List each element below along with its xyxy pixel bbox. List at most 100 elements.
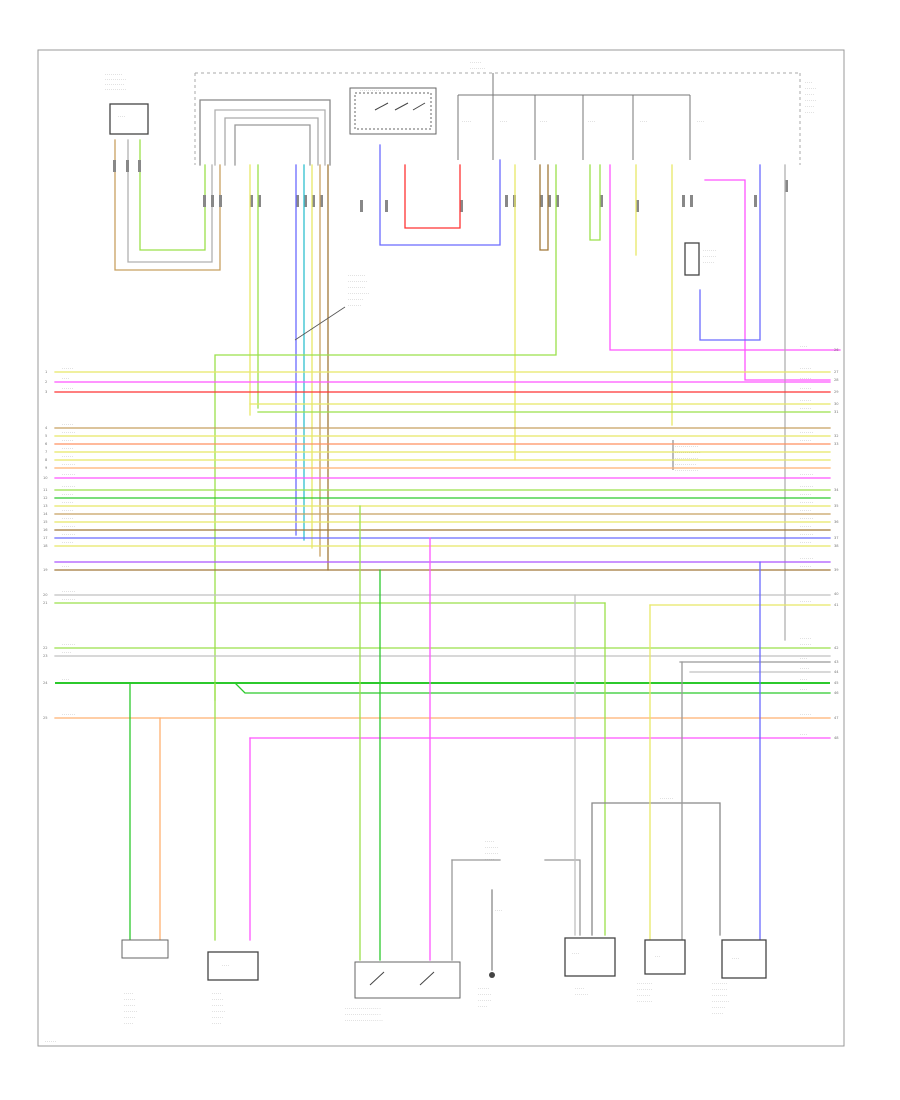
svg-text:· · · · ·: · · · · · (462, 120, 471, 124)
svg-text:· · · · · ·: · · · · · · (800, 367, 811, 371)
svg-text:· · · · · ·: · · · · · · (62, 367, 73, 371)
svg-text:· · · ·: · · · · (588, 120, 595, 124)
svg-text:17: 17 (43, 536, 48, 540)
svg-text:24: 24 (43, 681, 48, 685)
svg-text:· · · · · · ·: · · · · · · · (485, 852, 498, 856)
svg-text:1: 1 (45, 370, 47, 374)
svg-text:· · · · · · ·: · · · · · · · (712, 1006, 725, 1010)
svg-text:· · · · · ·: · · · · · · (124, 1004, 135, 1008)
svg-text:· · · · · · · ·: · · · · · · · · (637, 982, 652, 986)
svg-text:· · · · · · ·: · · · · · · · (124, 1010, 137, 1014)
top-connector-ticks (113, 160, 788, 212)
svg-text:· · · · · · ·: · · · · · · · (800, 485, 813, 489)
svg-text:· · · · · ·: · · · · · · (62, 455, 73, 459)
svg-text:48: 48 (834, 736, 839, 740)
annotation-labels: · · · · · · · · · · · · · · · · · · · · … (294, 274, 700, 473)
svg-text:22: 22 (43, 646, 48, 650)
svg-text:10: 10 (43, 476, 48, 480)
svg-text:· · · · · · · · · · ·: · · · · · · · · · · · (348, 292, 369, 296)
svg-text:· · · · · ·: · · · · · · (800, 713, 811, 717)
svg-text:· · · · · · ·: · · · · · · · (478, 993, 491, 997)
svg-text:· · · · · · ·: · · · · · · · (62, 713, 75, 717)
svg-text:2: 2 (45, 380, 47, 384)
svg-text:41: 41 (834, 603, 839, 607)
svg-text:· · · · · ·: · · · · · · (124, 998, 135, 1002)
svg-text:· · · ·: · · · · (540, 120, 547, 124)
svg-text:· · · · · ·: · · · · · · (800, 525, 811, 529)
svg-text:· · · · ·: · · · · · (805, 111, 814, 115)
svg-text:· · · ·: · · · · (495, 909, 502, 913)
svg-text:31: 31 (834, 410, 839, 414)
svg-text:· · · · · · · ·: · · · · · · · · (712, 982, 727, 986)
svg-text:· · · · · · ·: · · · · · · · (800, 517, 813, 521)
svg-text:· · · · · · ·: · · · · · · · (62, 525, 75, 529)
svg-text:16: 16 (43, 528, 48, 532)
svg-text:6: 6 (45, 442, 48, 446)
svg-text:· · · · · · ·: · · · · · · · (62, 533, 75, 537)
svg-text:· · · · · · ·: · · · · · · · (478, 999, 491, 1003)
svg-text:· · · · · ·: · · · · · · (62, 439, 73, 443)
vertical-wires-top (214, 144, 841, 701)
svg-text:· · · · · ·: · · · · · · (62, 447, 73, 451)
svg-text:26: 26 (834, 348, 839, 352)
top-bus: · · · · · · · · · · · · · · (194, 61, 801, 165)
svg-text:· · · · · · · ·: · · · · · · · · (712, 994, 727, 998)
svg-text:· · · · ·: · · · · · (124, 992, 133, 996)
svg-text:· · · · · · ·: · · · · · · · (800, 557, 813, 561)
svg-text:· · · · · · · · ·: · · · · · · · · · (105, 73, 122, 77)
svg-text:3: 3 (45, 390, 47, 394)
wire-bundle-top-left (114, 99, 331, 271)
svg-text:· · · · ·: · · · · · (805, 93, 814, 97)
svg-text:18: 18 (43, 544, 48, 548)
svg-text:· · · · ·: · · · · · (485, 858, 494, 862)
svg-text:· · · · · · ·: · · · · · · · (62, 431, 75, 435)
svg-text:38: 38 (834, 544, 839, 548)
svg-text:7: 7 (45, 450, 47, 454)
svg-text:30: 30 (834, 402, 839, 406)
svg-text:5: 5 (45, 434, 47, 438)
svg-text:· · · ·: · · · · (800, 688, 807, 692)
svg-text:· · · ·: · · · · (640, 120, 647, 124)
svg-text:4: 4 (45, 426, 48, 430)
svg-text:· · · · · · · · · · · ·: · · · · · · · · · · · · (675, 469, 698, 473)
svg-text:· · · · · ·: · · · · · · (800, 387, 811, 391)
svg-text:· · · ·: · · · · (697, 120, 704, 124)
svg-text:37: 37 (834, 536, 839, 540)
svg-text:· · · · · ·: · · · · · · (62, 423, 73, 427)
svg-text:· · · · ·: · · · · · (124, 1022, 133, 1026)
svg-text:· · · · · · · · · · ·: · · · · · · · · · · · (105, 88, 126, 92)
svg-text:15: 15 (43, 520, 48, 524)
vertical-wires-bottom (129, 505, 761, 971)
svg-text:· · · · · ·: · · · · · · (62, 501, 73, 505)
svg-text:· · · ·: · · · · (222, 964, 229, 968)
svg-text:· · · · · ·: · · · · · · (800, 565, 811, 569)
row-numbers-right: 26 27 28 29 30 31 32 33 34 35 36 37 38 3… (834, 348, 839, 740)
svg-text:· · · · · · · · · · · · · · ·: · · · · · · · · · · · · · · · · · · · (345, 1019, 383, 1023)
svg-text:· · · · · · · · · ·: · · · · · · · · · · (105, 83, 124, 87)
svg-text:· · · · · · ·: · · · · · · · (62, 590, 75, 594)
svg-text:9: 9 (45, 466, 48, 470)
svg-text:· · · ·: · · · · (800, 657, 807, 661)
svg-text:· · · ·: · · · · (572, 952, 579, 956)
svg-text:· · · · · · ·: · · · · · · · (703, 249, 716, 253)
svg-text:· · · · · ·: · · · · · · (800, 377, 811, 381)
svg-text:· · · · · · · · ·: · · · · · · · · · (348, 286, 365, 290)
svg-text:· · · · ·: · · · · · (212, 992, 221, 996)
svg-text:35: 35 (834, 504, 839, 508)
fuse-labels: · · · · · · · · · · · · · · · · · · · · … (462, 81, 816, 124)
svg-text:· · · · ·: · · · · · (805, 105, 814, 109)
svg-text:· · · · · · · · · · · ·: · · · · · · · · · · · · (675, 457, 698, 461)
svg-text:· · · · · · ·: · · · · · · · (62, 643, 75, 647)
svg-text:· · · · · · · · · · · · · · ·: · · · · · · · · · · · · · · · · · · (345, 1013, 380, 1017)
svg-text:· · · · · · · · ·: · · · · · · · · · (348, 274, 365, 278)
svg-text:· · · · · · ·: · · · · · · · (212, 1010, 225, 1014)
svg-text:46: 46 (834, 691, 839, 695)
svg-text:· · · · · · · ·: · · · · · · · · (637, 988, 652, 992)
svg-text:· · · · · ·: · · · · · · (800, 637, 811, 641)
svg-text:· · · · · · · · · · ·: · · · · · · · · · · · (675, 463, 696, 467)
svg-text:· · · · · ·: · · · · · · (470, 61, 481, 65)
svg-text:· · · · · · · · ·: · · · · · · · · · (712, 1000, 729, 1004)
svg-text:42: 42 (834, 646, 839, 650)
horizontal-harness (54, 371, 831, 739)
